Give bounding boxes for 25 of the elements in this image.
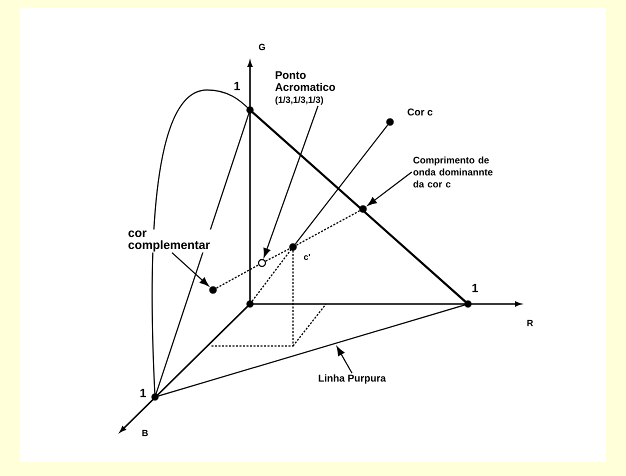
- point-dot: [386, 118, 394, 126]
- callout-text: cor complementar: [127, 230, 217, 252]
- callout-text: Ponto Acromatico (1/3,1/3,1/3): [275, 71, 336, 105]
- tick-label: 1: [472, 284, 478, 292]
- point-label: Cor c: [408, 108, 432, 116]
- dotted-line: [265, 248, 290, 262]
- leader-arrow: [172, 252, 209, 286]
- open-point: [258, 258, 266, 268]
- axis-label: G: [258, 44, 265, 50]
- tick-label: 1: [140, 388, 146, 398]
- dotted-line: [216, 264, 259, 289]
- point-dot: [359, 205, 367, 213]
- tick-label: 1: [234, 82, 240, 90]
- axis-label: R: [527, 320, 534, 326]
- callout-text: Comprimento de onda dominannte da cor c: [413, 156, 493, 188]
- leader-arrow: [336, 346, 353, 374]
- point-dot: [209, 286, 217, 294]
- callout-text: Linha Purpura: [318, 374, 386, 384]
- leader-arrow: [368, 172, 412, 206]
- axis-label: B: [142, 430, 148, 436]
- dotted-line: [296, 210, 360, 246]
- leader-arrow: [263, 106, 319, 258]
- line: [294, 124, 388, 244]
- point-dot: [289, 243, 297, 251]
- point-label: c': [304, 254, 310, 260]
